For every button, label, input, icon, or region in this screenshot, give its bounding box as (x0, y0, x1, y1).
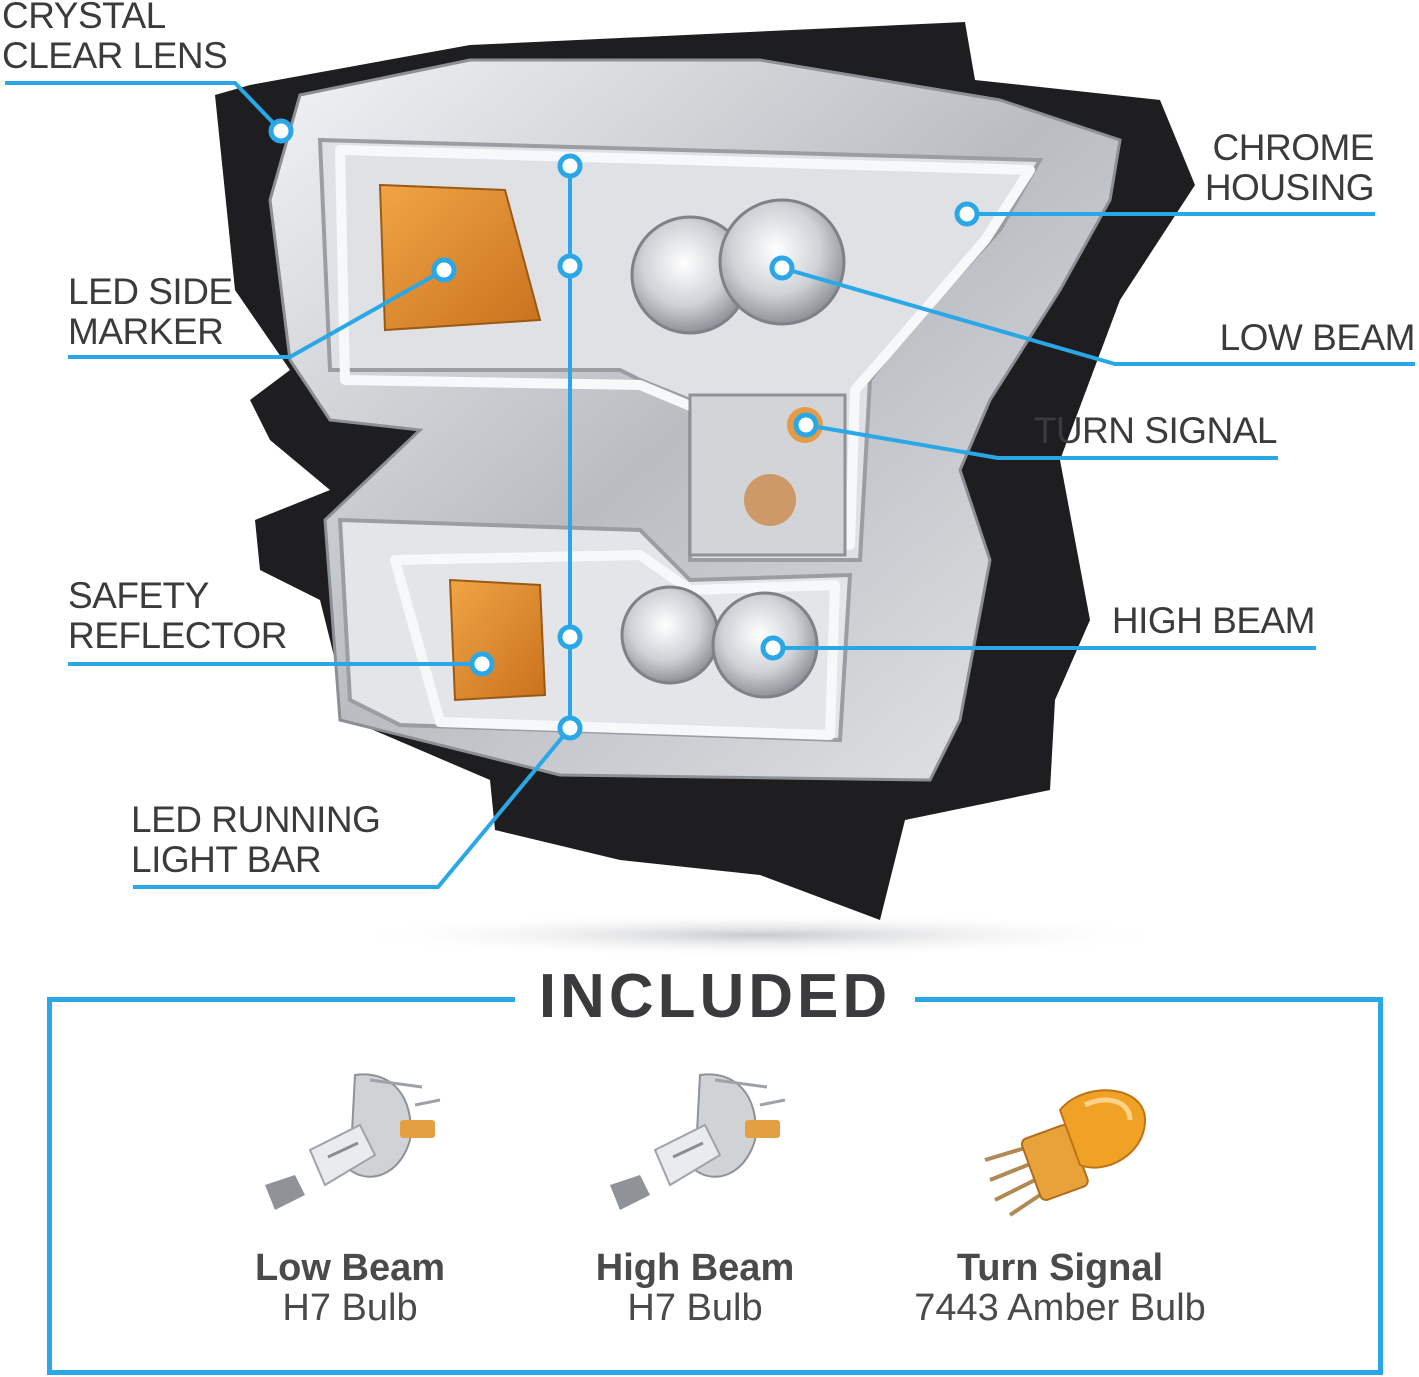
dot-safety-reflector (469, 651, 495, 677)
included-item-low-beam: Low Beam H7 Bulb (200, 1248, 500, 1328)
dot-turn-signal (793, 412, 819, 438)
upper-amber-marker (378, 183, 542, 332)
bulb-type: H7 Bulb (282, 1287, 418, 1329)
label-low-beam: LOW BEAM (1219, 317, 1416, 358)
leader-low-beam (781, 266, 1415, 366)
dot-led-side-marker (431, 257, 457, 283)
included-item-turn-signal: Turn Signal 7443 Amber Bulb (880, 1248, 1240, 1328)
lower-amber-reflector (448, 578, 547, 702)
bulb-type: H7 Bulb (627, 1287, 763, 1329)
dot-chrome-housing (954, 201, 980, 227)
dot-light-bar-bottom (557, 715, 583, 741)
dot-high-beam (760, 635, 786, 661)
label-chrome-housing: CHROME HOUSING (1204, 127, 1375, 208)
7443-amber-bulb-icon (984, 1089, 1147, 1217)
dot-low-beam (769, 255, 795, 281)
upper-light-bar (335, 145, 1035, 550)
bulb-name: Turn Signal (956, 1247, 1164, 1289)
h7-halogen-bulb-icon (265, 1073, 441, 1210)
leader-crystal-clear-lens (5, 81, 283, 133)
dot-light-bar-lower (557, 624, 583, 650)
headlight-diagram (5, 22, 1415, 957)
lower-light-bar (390, 550, 840, 740)
bulb-name: High Beam (595, 1247, 795, 1289)
h7-halogen-bulb-icon (610, 1073, 786, 1210)
leader-led-side-marker (68, 268, 445, 359)
label-led-side-marker: LED SIDE MARKER (68, 271, 233, 352)
included-title: INCLUDED (515, 962, 915, 1032)
low-beam-projectors (630, 198, 846, 335)
bulb-name: Low Beam (254, 1247, 446, 1289)
dot-light-bar-upper (557, 253, 583, 279)
included-item-high-beam: High Beam H7 Bulb (545, 1248, 845, 1328)
label-high-beam: HIGH BEAM (1111, 600, 1316, 641)
callout-dots (268, 118, 980, 741)
label-crystal-clear-lens: CRYSTAL CLEAR LENS (2, 0, 228, 76)
label-turn-signal: TURN SIGNAL (1033, 410, 1278, 451)
floor-shadow (340, 913, 1180, 957)
dot-crystal-clear-lens (268, 118, 294, 144)
dot-light-bar-top (557, 153, 583, 179)
leader-turn-signal (805, 423, 1278, 460)
leader-led-running-light-bar (133, 726, 572, 889)
bulb-type: 7443 Amber Bulb (914, 1287, 1206, 1329)
label-safety-reflector: SAFETY REFLECTOR (68, 575, 287, 656)
label-led-running-light-bar: LED RUNNING LIGHT BAR (131, 799, 381, 880)
